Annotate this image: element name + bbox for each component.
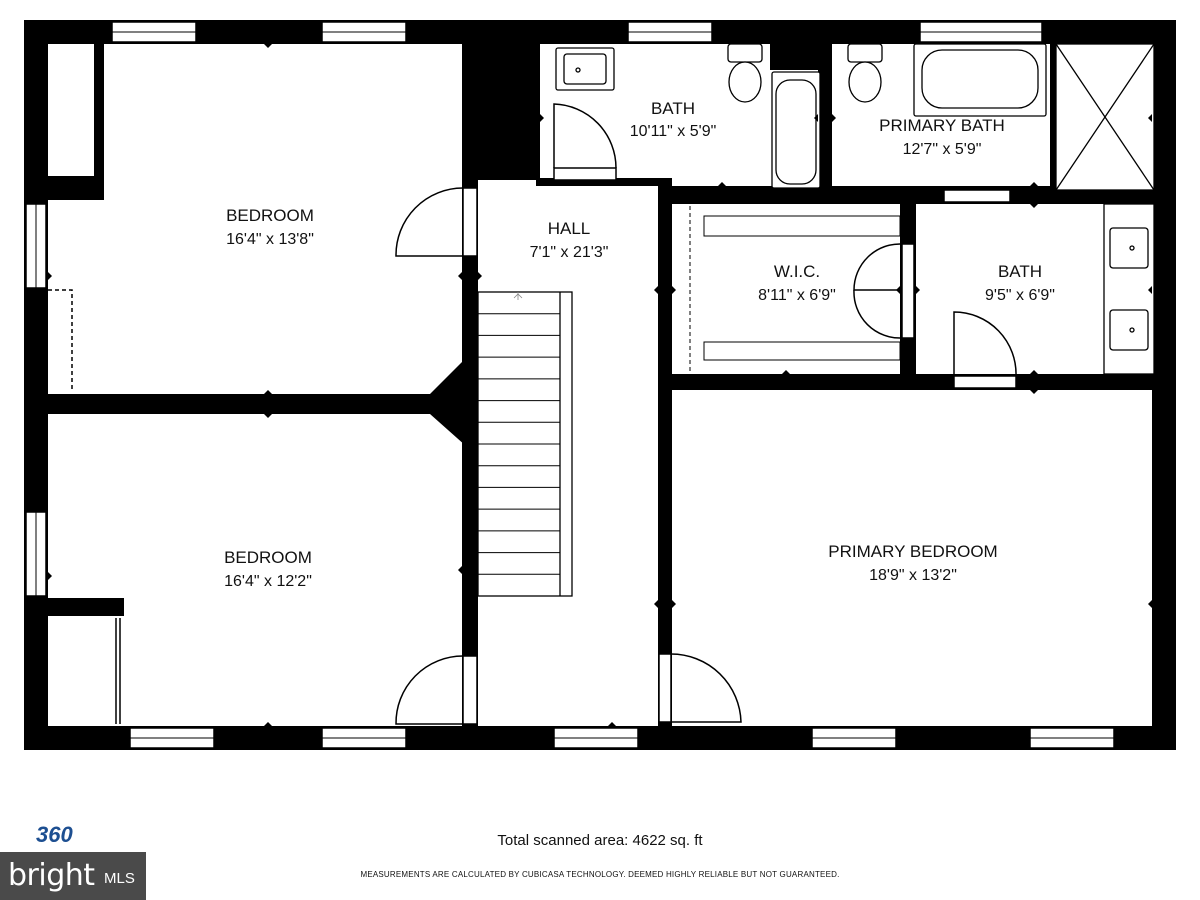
logo-bar: bright MLS [0, 852, 146, 900]
floor-plan: BEDROOM 16'4" x 13'8" BEDROOM 16'4" x 12… [24, 20, 1176, 750]
dimension-marker [782, 370, 790, 374]
dimension-marker [264, 722, 272, 726]
dimension-marker [1148, 600, 1152, 608]
hall-dims: 7'1" x 21'3" [530, 244, 609, 261]
dimension-marker [1030, 204, 1038, 208]
bedroom-bottom-dims: 16'4" x 12'2" [224, 573, 312, 590]
logo-suffix: MLS [104, 870, 135, 887]
dimension-marker [608, 722, 616, 726]
wic-dims: 8'11" x 6'9" [758, 287, 836, 304]
stairs-arrow [513, 292, 523, 300]
bath-top-dims: 10'11" x 5'9" [630, 123, 717, 140]
logo-brand: bright [8, 858, 95, 893]
primary-bedroom-dims: 18'9" x 13'2" [869, 567, 957, 584]
fixtures [555, 43, 1155, 375]
bath-top-label: BATH [651, 99, 695, 118]
dimension-marker [814, 114, 818, 122]
dimension-marker [654, 600, 658, 608]
dimension-marker [264, 44, 272, 48]
dimension-marker [718, 182, 726, 186]
disclaimer: MEASUREMENTS ARE CALCULATED BY CUBICASA … [360, 870, 840, 879]
dimension-marker [1148, 286, 1152, 294]
dimension-marker [1030, 390, 1038, 394]
bedroom-top-label: BEDROOM [226, 206, 314, 225]
dimension-marker [1148, 114, 1152, 122]
bath-right-dims: 9'5" x 6'9" [985, 287, 1055, 304]
dimension-marker [540, 114, 544, 122]
stair-steps [478, 313, 560, 575]
dimension-marker [672, 286, 676, 294]
room-labels: BEDROOM 16'4" x 13'8" BEDROOM 16'4" x 12… [224, 99, 1055, 590]
primary-bath-label: PRIMARY BATH [879, 116, 1005, 135]
bedroom-bottom-label: BEDROOM [224, 548, 312, 567]
interior-walls [44, 36, 1162, 730]
dimension-marker [896, 286, 900, 294]
bedroom-top-dims: 16'4" x 13'8" [226, 231, 314, 248]
brand-logo: 360 bright MLS [0, 808, 150, 900]
wic-label: W.I.C. [774, 262, 820, 281]
hall-label: HALL [548, 219, 591, 238]
dimension-marker [916, 286, 920, 294]
dimension-marker [1030, 370, 1038, 374]
360-badge: 360 [36, 822, 73, 847]
dimension-marker [48, 572, 52, 580]
dimension-marker [478, 272, 482, 280]
dimension-marker [48, 272, 52, 280]
bath-right-label: BATH [998, 262, 1042, 281]
wic-shelves [689, 206, 901, 374]
dimension-marker [1030, 182, 1038, 186]
dimension-marker [654, 286, 658, 294]
window-lines [35, 31, 1114, 739]
dimension-marker [458, 566, 462, 574]
doors [395, 103, 1017, 725]
dimension-marker [672, 600, 676, 608]
dimension-marker [264, 414, 272, 418]
primary-bedroom-label: PRIMARY BEDROOM [828, 542, 997, 561]
dimension-marker [458, 272, 462, 280]
dimension-markers [48, 44, 1152, 726]
total-area: Total scanned area: 4622 sq. ft [497, 832, 703, 849]
dimension-marker [264, 390, 272, 394]
primary-bath-dims: 12'7" x 5'9" [903, 141, 982, 158]
dimension-marker [832, 114, 836, 122]
closet-doors [48, 50, 121, 724]
